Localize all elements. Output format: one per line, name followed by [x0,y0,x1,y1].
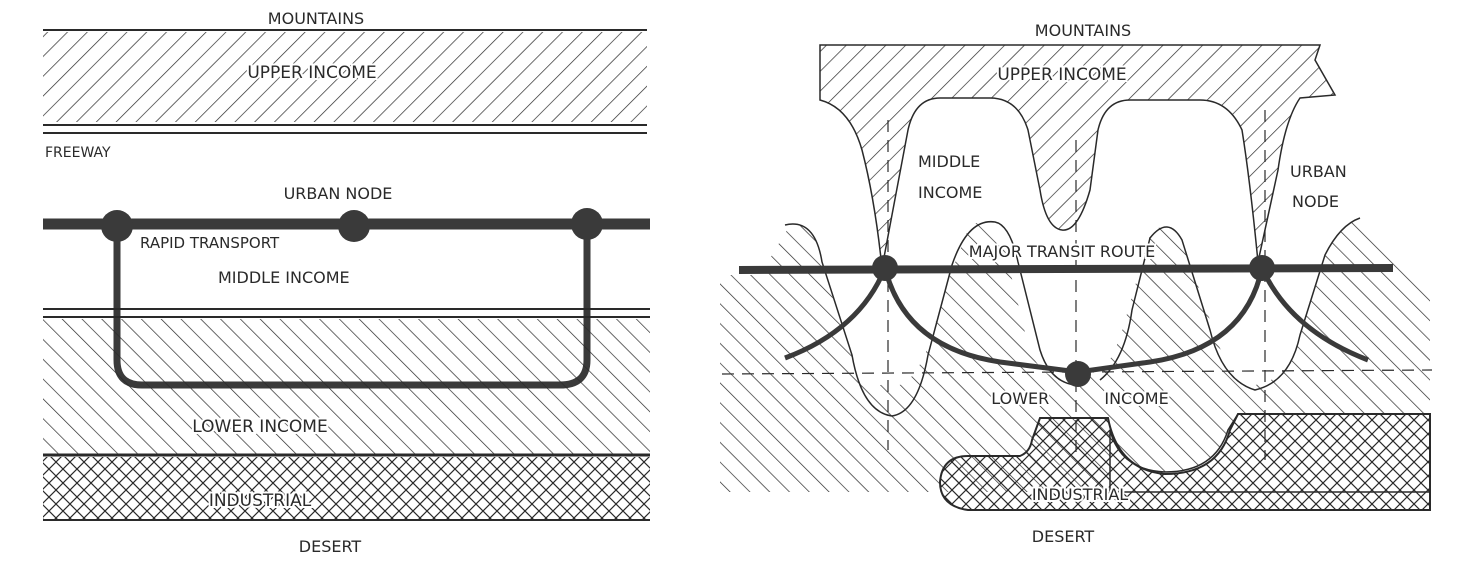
right-transit-curve [784,259,1369,375]
right-urban-node-west [872,255,898,281]
right-desert-label: DESERT [1032,527,1095,546]
right-upper-income-label: UPPER INCOME [997,65,1126,85]
left-middle-income-label: MIDDLE INCOME [218,268,350,287]
left-lower-income-label: LOWER INCOME [192,417,327,437]
left-urban-node-east [571,208,603,240]
left-upper-income-label: UPPER INCOME [247,63,376,83]
right-diagram: MOUNTAINS UPPER INCOME INDUSTRIAL LOWER … [720,21,1433,546]
right-industrial-zone [938,413,1431,511]
right-lower-income-boundary [784,217,1361,417]
right-industrial-label: INDUSTRIAL [1032,485,1128,504]
left-desert-label: DESERT [299,537,362,556]
right-major-transit-route-label: MAJOR TRANSIT ROUTE [969,242,1155,261]
left-road-divider [43,308,650,318]
right-urban-node-east [1249,255,1275,281]
left-urban-node-center [338,210,370,242]
left-diagram: MOUNTAINS UPPER INCOME FREEWAY URBAN NOD… [43,9,650,556]
left-rapid-transport-label: RAPID TRANSPORT [140,234,280,252]
right-middle-income-label-line1: MIDDLE [918,152,980,171]
right-upper-income-zone [819,44,1337,269]
right-urban-node-label-line2: NODE [1292,192,1339,211]
right-middle-income-label-line2: INCOME [918,183,982,202]
right-major-transit-route-line [738,264,1394,274]
right-mountains-label: MOUNTAINS [1035,21,1131,40]
left-industrial-zone [43,457,650,519]
left-upper-income-zone [43,32,647,122]
left-urban-node-west [101,210,133,242]
left-mountains-label: MOUNTAINS [268,9,364,28]
left-freeway-label: FREEWAY [45,145,111,161]
left-industrial-label: INDUSTRIAL [209,491,312,511]
right-lower-income-label: LOWER INCOME [991,389,1168,408]
right-urban-node-label-line1: URBAN [1290,162,1347,181]
left-urban-node-label: URBAN NODE [284,184,393,203]
left-lower-income-zone [43,319,650,455]
left-freeway-road [43,124,647,134]
right-urban-node-south [1065,361,1091,387]
